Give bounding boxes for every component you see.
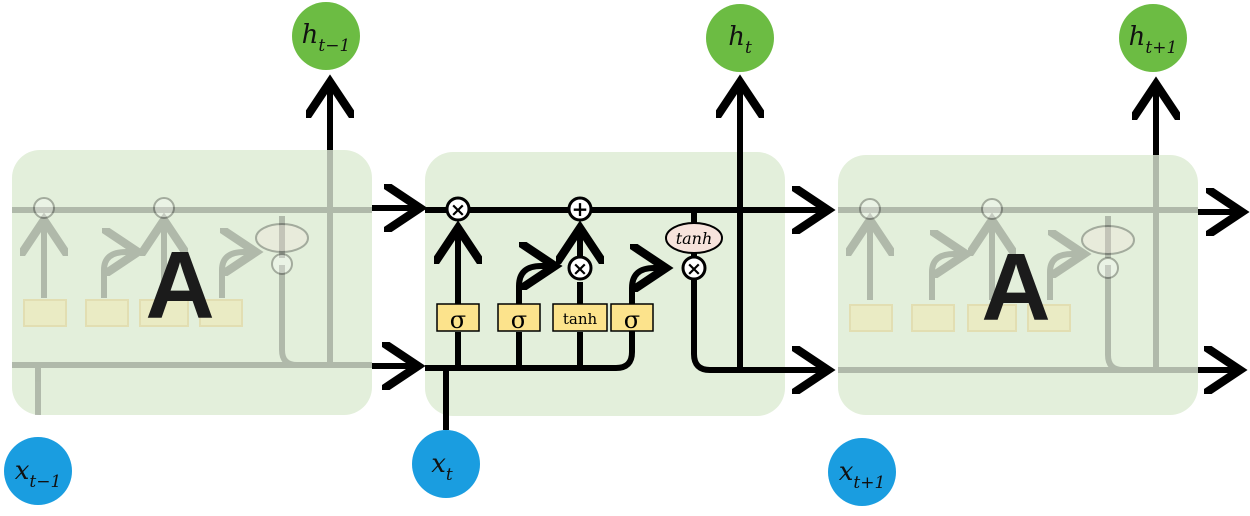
- svg-text:xt−1: xt−1: [15, 456, 62, 492]
- cell-right: A: [838, 155, 1198, 415]
- gate-candidate: tanh: [552, 303, 608, 332]
- input-node-right: xt+1: [828, 438, 896, 506]
- concat-line: [425, 330, 635, 371]
- output-node-left-sub: t−1: [318, 36, 350, 56]
- op-add-symbol: +: [572, 197, 589, 221]
- input-node-center-base: x: [431, 449, 446, 479]
- gate-input: σ: [497, 303, 541, 334]
- input-gate-wire: [516, 266, 555, 304]
- inter-cell-wires: [330, 82, 1242, 370]
- input-node-center-sub: t: [446, 465, 453, 485]
- cell-center-box: [425, 152, 785, 416]
- svg-text:ht−1: ht−1: [302, 20, 351, 56]
- gate-candidate-label: tanh: [563, 310, 598, 328]
- gate-output: σ: [610, 303, 654, 334]
- cell-right-label: A: [981, 234, 1050, 341]
- op-tanh: tanh: [665, 222, 723, 254]
- svg-text:xt+1: xt+1: [839, 457, 886, 493]
- hidden-out-wire: [691, 280, 828, 370]
- op-forget-multiply: ×: [445, 196, 471, 222]
- output-node-center-base: h: [728, 22, 745, 52]
- cell-center-wiring: [425, 82, 828, 430]
- svg-text:ht+1: ht+1: [1129, 22, 1178, 58]
- input-node-left-base: x: [15, 456, 30, 486]
- output-node-center: ht: [706, 4, 774, 72]
- output-node-right-base: h: [1129, 22, 1146, 52]
- cell-right-box: [838, 155, 1198, 415]
- cell-left: A: [12, 150, 372, 415]
- cell-left-faded-wiring: [12, 150, 372, 415]
- output-node-center-sub: t: [745, 38, 752, 58]
- gate-input-label: σ: [511, 306, 527, 334]
- cell-left-label: A: [145, 232, 214, 339]
- cell-right-faded-gates: [849, 198, 1135, 332]
- op-input-multiply: ×: [567, 255, 593, 281]
- op-forget-multiply-symbol: ×: [450, 199, 466, 221]
- cell-right-faded-wiring: [838, 155, 1198, 373]
- input-node-left-sub: t−1: [29, 472, 61, 492]
- op-output-multiply-symbol: ×: [686, 258, 702, 280]
- cell-center: [425, 152, 785, 416]
- svg-text:ht: ht: [728, 22, 752, 58]
- output-node-left-base: h: [302, 20, 319, 50]
- cell-left-faded-gates: [23, 197, 309, 327]
- op-output-multiply: ×: [681, 255, 707, 281]
- gate-output-label: σ: [624, 306, 640, 334]
- output-node-left: ht−1: [292, 2, 360, 70]
- op-input-multiply-symbol: ×: [572, 258, 588, 280]
- gate-forget-label: σ: [450, 306, 466, 334]
- input-node-right-base: x: [839, 457, 854, 487]
- output-node-right-sub: t+1: [1145, 38, 1177, 58]
- op-tanh-label: tanh: [676, 229, 713, 248]
- svg-text:xt: xt: [431, 449, 453, 485]
- op-add: +: [567, 196, 593, 222]
- input-node-center: xt: [412, 430, 480, 498]
- output-gate-wire: [629, 268, 666, 304]
- gate-forget: σ: [436, 303, 480, 334]
- output-node-right: ht+1: [1119, 4, 1187, 72]
- cell-left-box: [12, 150, 372, 415]
- input-node-right-sub: t+1: [853, 473, 885, 493]
- input-node-left: xt−1: [4, 437, 72, 505]
